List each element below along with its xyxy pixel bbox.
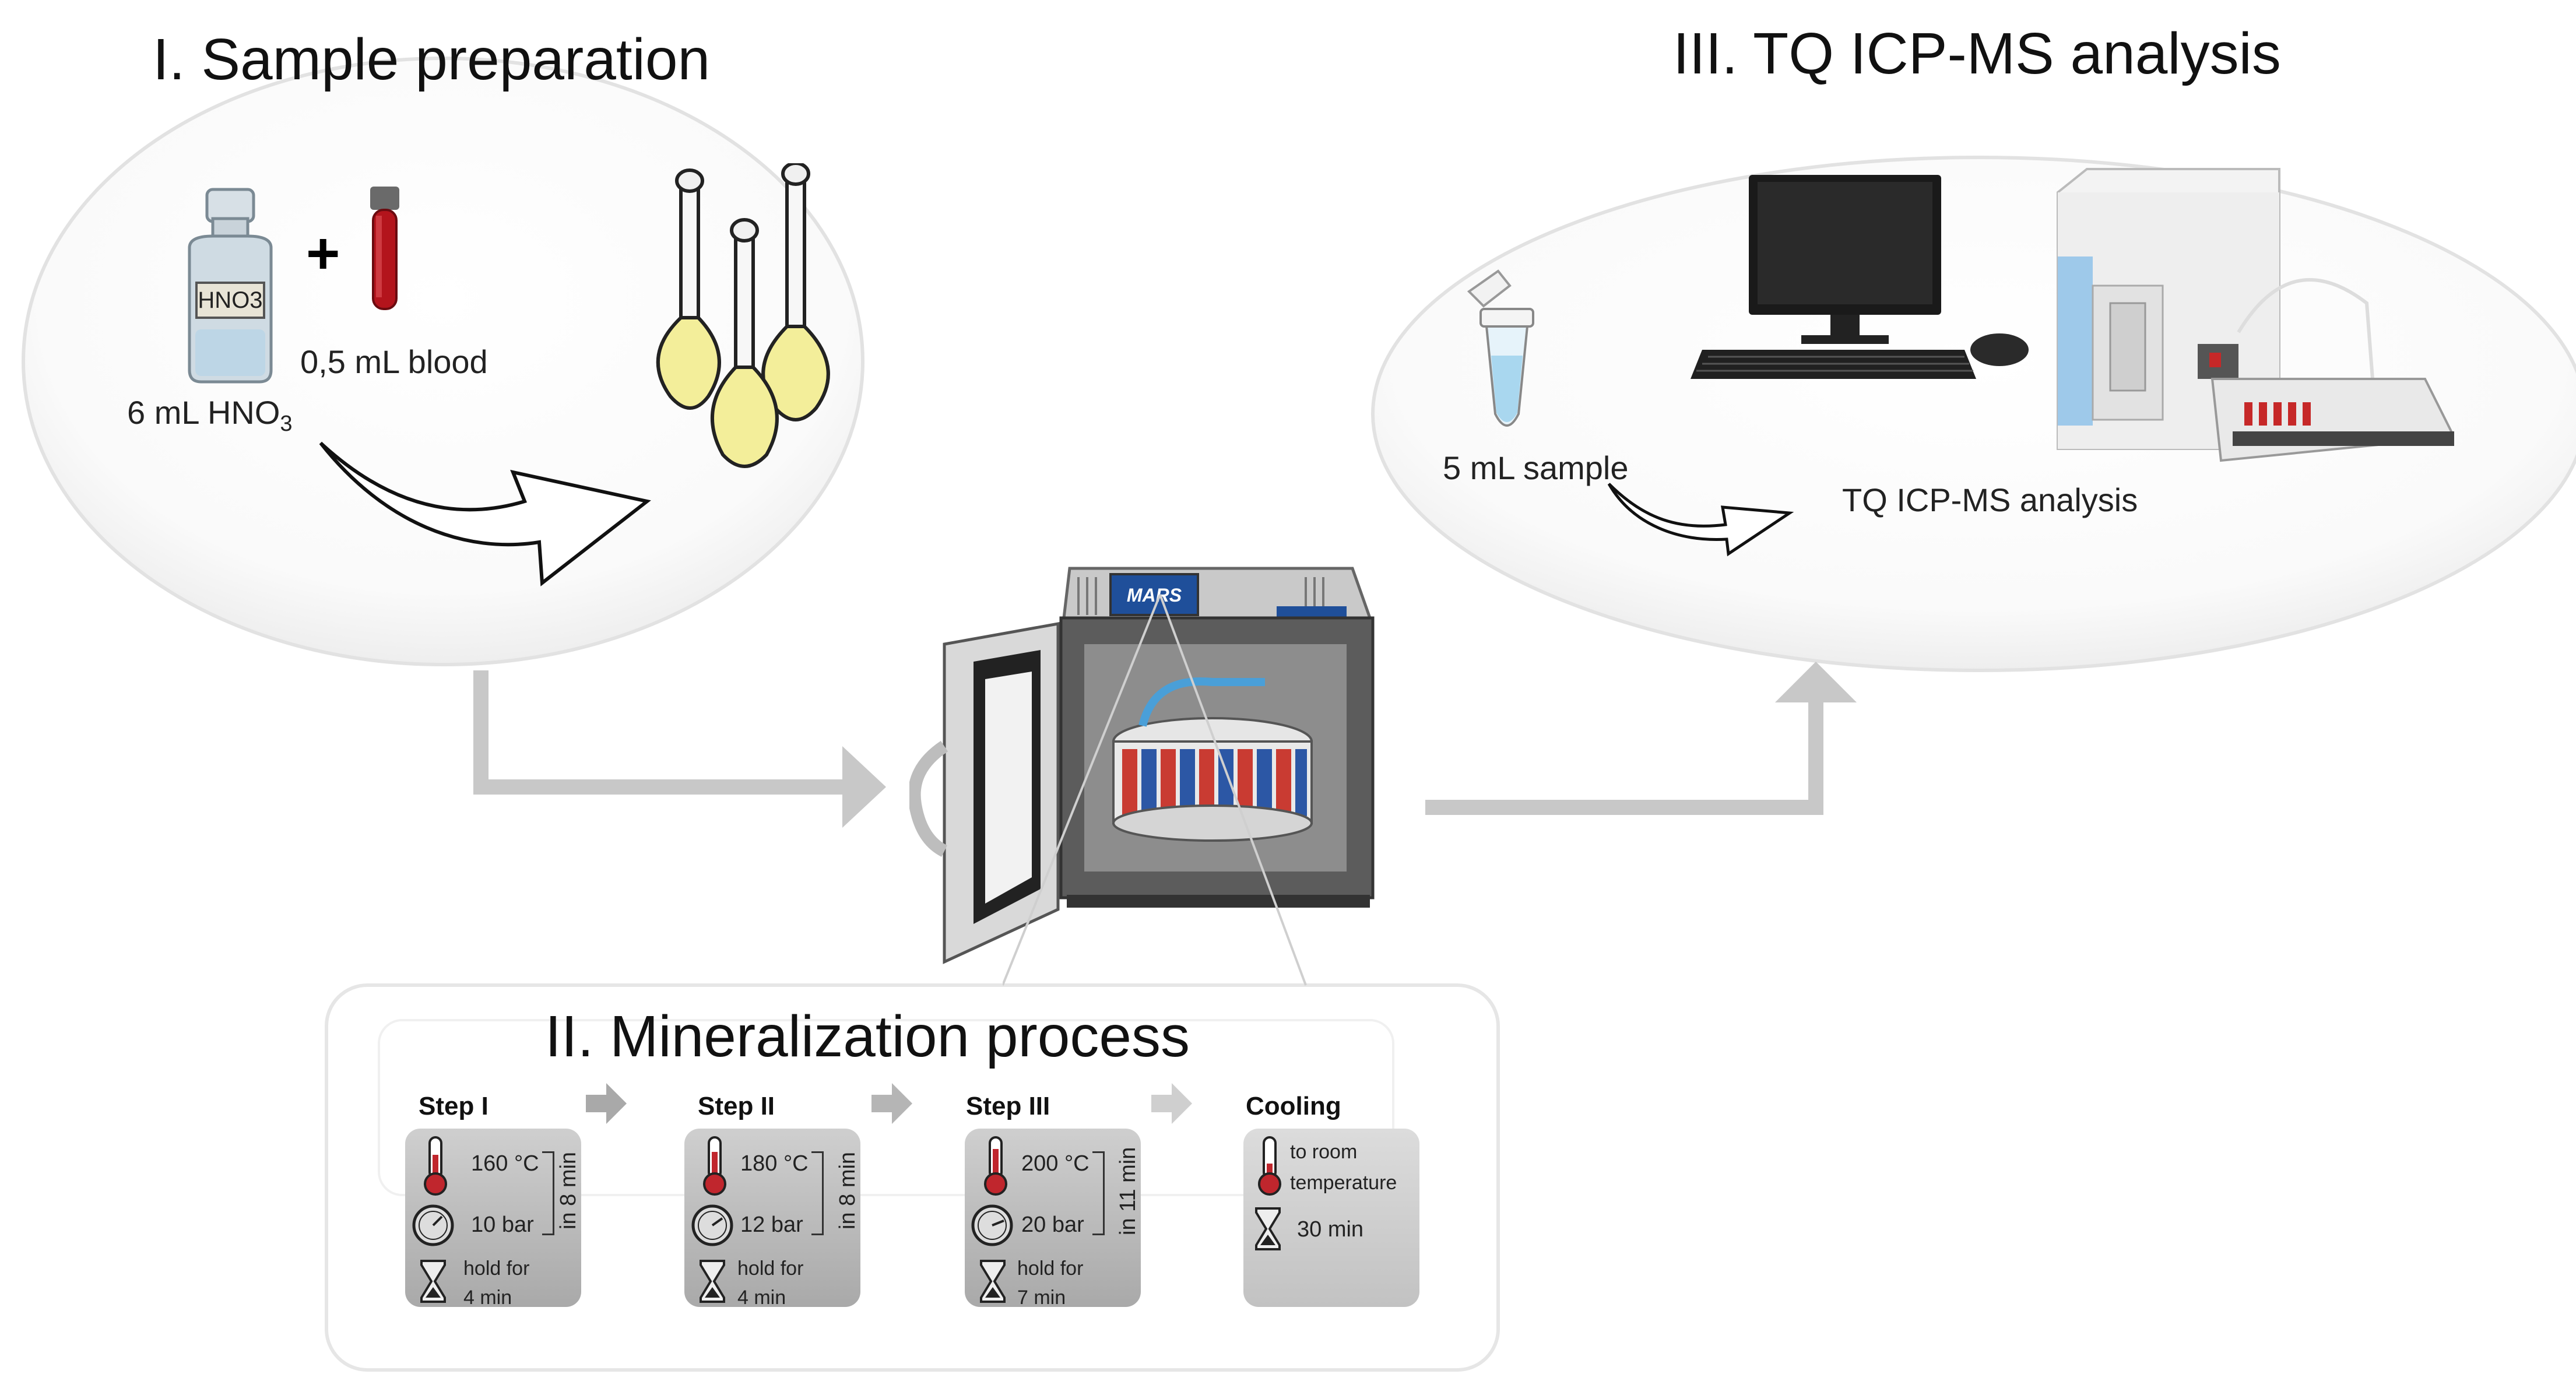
- step-3-hold-time: 7 min: [1017, 1287, 1066, 1309]
- section-title-prep: I. Sample preparation: [153, 27, 711, 92]
- step-3-hold-label: hold for: [1017, 1257, 1084, 1280]
- blood-tube-icon: [370, 187, 399, 310]
- step-1-hold-time: 4 min: [463, 1287, 512, 1309]
- step-2-ramp: in 8 min: [835, 1151, 860, 1229]
- step-1-brace: [542, 1151, 554, 1235]
- step-1-title: Step I: [419, 1092, 489, 1120]
- computer-icon: [1691, 175, 2029, 379]
- step-2-hold-label: hold for: [737, 1257, 804, 1280]
- cooling-title: Cooling: [1246, 1092, 1341, 1120]
- thermometer-icon: [984, 1136, 1007, 1196]
- step-1-temperature: 160 °C: [471, 1151, 539, 1176]
- flow-arrow-oven-to-analysis: [1425, 662, 1857, 815]
- blood-volume-label: 0,5 mL blood: [300, 343, 488, 380]
- pressure-gauge-icon: [412, 1204, 454, 1246]
- volumetric-flasks-icon: [656, 163, 830, 468]
- hourglass-icon: [1255, 1207, 1281, 1250]
- step-2-title: Step II: [698, 1092, 775, 1120]
- cooling-time: 30 min: [1297, 1217, 1364, 1242]
- curved-arrow-prep: [319, 441, 651, 586]
- bottle-label: HNO3: [198, 287, 262, 313]
- step-3-ramp: in 11 min: [1116, 1147, 1140, 1235]
- step-3-pressure: 20 bar: [1021, 1213, 1084, 1237]
- hourglass-icon: [980, 1260, 1006, 1303]
- analysis-label: TQ ICP-MS analysis: [1842, 482, 2138, 518]
- step-2-hold-time: 4 min: [737, 1287, 786, 1309]
- oven-callout-lines: [1003, 594, 1307, 986]
- microwave-digestion-system-icon: MARS: [909, 567, 1375, 964]
- thermometer-icon: [1258, 1136, 1281, 1196]
- step-2-pressure: 12 bar: [740, 1213, 803, 1237]
- hourglass-icon: [700, 1260, 725, 1303]
- section-title-analysis: III. TQ ICP-MS analysis: [1673, 21, 2281, 86]
- cooling-target-line2: temperature: [1290, 1172, 1397, 1194]
- cooling-target-line1: to room: [1290, 1141, 1358, 1163]
- step-3-brace: [1092, 1151, 1105, 1235]
- step-3-title: Step III: [966, 1092, 1050, 1120]
- step-3-temperature: 200 °C: [1021, 1151, 1090, 1176]
- step-arrow-3: [1151, 1083, 1192, 1124]
- oven-screen-text: MARS: [1127, 585, 1182, 606]
- sample-volume-label: 5 mL sample: [1443, 449, 1629, 486]
- mineralization-panel: [325, 983, 1500, 1372]
- thermometer-icon: [703, 1136, 726, 1196]
- step-arrows: [586, 1083, 1192, 1124]
- step-2-brace: [811, 1151, 824, 1235]
- hourglass-icon: [420, 1260, 446, 1303]
- step-1-ramp: in 8 min: [556, 1151, 581, 1229]
- flow-arrow-prep-to-oven: [473, 670, 886, 828]
- acid-bottle-icon: HNO3: [188, 188, 273, 384]
- acid-label-main: 6 mL HNO: [127, 394, 280, 431]
- acid-volume-label: 6 mL HNO3: [127, 396, 293, 435]
- pressure-gauge-icon: [691, 1204, 733, 1246]
- thermometer-icon: [424, 1136, 447, 1196]
- step-1-hold-label: hold for: [463, 1257, 530, 1280]
- step-1-pressure: 10 bar: [471, 1213, 534, 1237]
- step-2-temperature: 180 °C: [740, 1151, 809, 1176]
- plus-sign: +: [306, 221, 340, 286]
- curved-arrow-analysis: [1607, 483, 1794, 557]
- pressure-gauge-icon: [971, 1204, 1013, 1246]
- step-arrow-2: [871, 1083, 912, 1124]
- step-arrow-1: [586, 1083, 627, 1124]
- section-title-mineralization: II. Mineralization process: [545, 1004, 1190, 1069]
- digestion-vessels: [1122, 749, 1307, 816]
- acid-label-sub: 3: [280, 412, 293, 437]
- icp-ms-instrument-icon: [2057, 168, 2454, 462]
- sample-tube-icon: [1467, 269, 1534, 427]
